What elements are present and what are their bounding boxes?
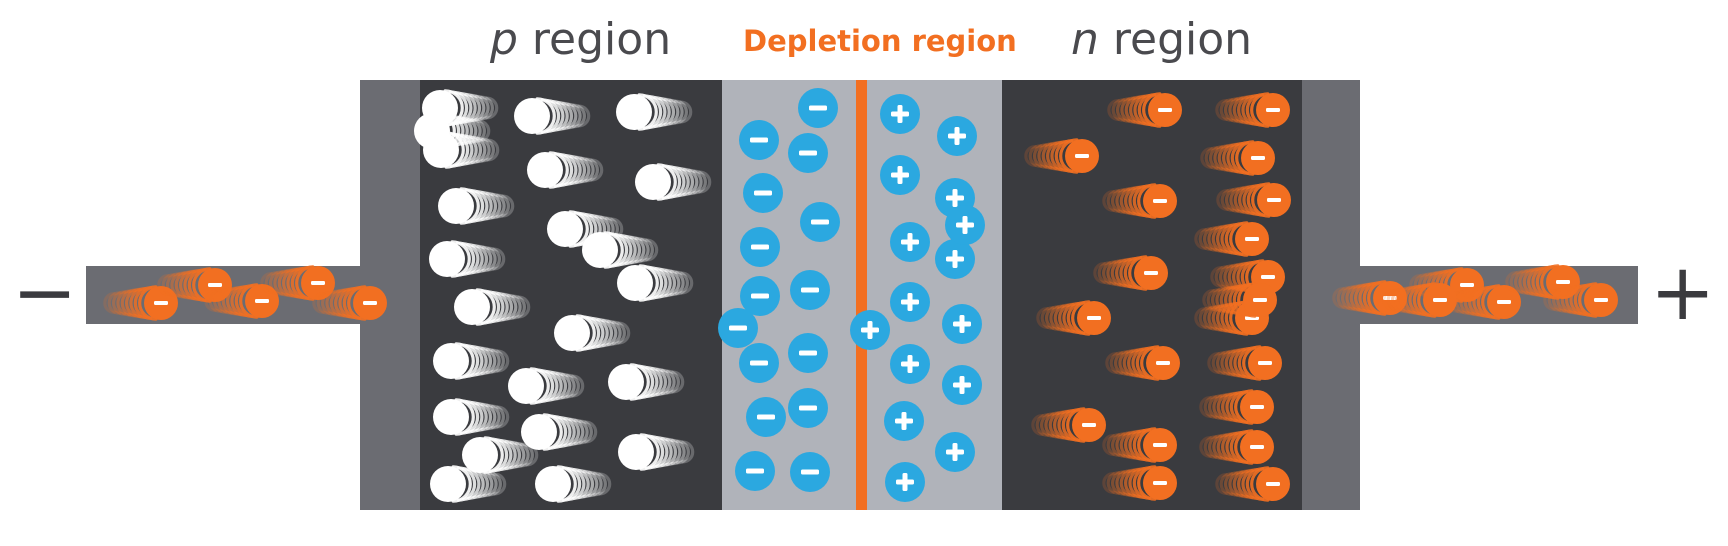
p-region-letter: p — [490, 14, 518, 65]
positive-ion-14 — [850, 310, 890, 350]
positive-ion-6 — [935, 239, 975, 279]
negative-ion-7 — [740, 276, 780, 316]
positive-ion-13 — [885, 462, 925, 502]
positive-ion-9 — [890, 344, 930, 384]
positive-ion-10 — [942, 365, 982, 405]
electron-n-16 — [1199, 429, 1274, 465]
hole-extra-3 — [462, 436, 539, 474]
negative-ion-3 — [788, 133, 828, 173]
hole-16 — [433, 398, 510, 436]
hole-12 — [554, 314, 631, 352]
hole-14 — [508, 367, 585, 405]
negative-ion-12 — [788, 388, 828, 428]
electron-n-12 — [1105, 345, 1180, 381]
electron-n-5 — [1102, 183, 1177, 219]
electron-n-20 — [1202, 282, 1277, 318]
n-region-label: n region — [1071, 14, 1252, 65]
negative-ion-5 — [800, 202, 840, 242]
electron-n-8 — [1093, 255, 1168, 291]
electron-n-3 — [1024, 138, 1099, 174]
hole-3 — [616, 93, 693, 131]
hole-extra-1 — [414, 112, 491, 150]
positive-ion-11 — [884, 401, 924, 441]
negative-ion-10 — [788, 333, 828, 373]
electron-n-14 — [1031, 407, 1106, 443]
electron-right-wire-3 — [1446, 284, 1521, 320]
hole-5 — [527, 151, 604, 189]
negative-ion-6 — [740, 227, 780, 267]
positive-ion-2 — [937, 116, 977, 156]
positive-ion-3 — [880, 155, 920, 195]
p-region-label: p region — [490, 14, 671, 65]
electron-n-19 — [1102, 427, 1177, 463]
n-region-word: region — [1098, 14, 1253, 65]
negative-ion-15 — [718, 308, 758, 348]
hole-7 — [438, 187, 515, 225]
n-region-letter: n — [1071, 14, 1099, 65]
negative-ion-8 — [790, 270, 830, 310]
depletion-region-label: Depletion region — [743, 24, 1017, 58]
electron-n-9 — [1210, 259, 1285, 295]
hole-2 — [514, 97, 591, 135]
negative-ion-14 — [790, 452, 830, 492]
hole-extra-2 — [582, 231, 659, 269]
junction-line — [856, 80, 867, 510]
electron-n-17 — [1102, 465, 1177, 501]
hole-13 — [433, 342, 510, 380]
hole-10 — [617, 264, 694, 302]
electron-right-wire-1 — [1332, 280, 1407, 316]
electron-n-7 — [1194, 221, 1269, 257]
negative-ion-4 — [743, 173, 783, 213]
hole-9 — [429, 240, 506, 278]
negative-ion-11 — [746, 397, 786, 437]
p-region-word: region — [517, 14, 672, 65]
electron-right-wire-6 — [1382, 282, 1457, 318]
electron-left-wire-5 — [312, 285, 387, 321]
electron-right-wire-5 — [1543, 282, 1618, 318]
hole-17 — [521, 413, 598, 451]
hole-6 — [635, 163, 712, 201]
negative-ion-13 — [735, 451, 775, 491]
hole-11 — [454, 288, 531, 326]
positive-ion-15 — [945, 205, 985, 245]
electron-left-wire-3 — [204, 283, 279, 319]
hole-15 — [608, 363, 685, 401]
positive-terminal-sign: + — [1650, 248, 1716, 338]
positive-ion-5 — [890, 222, 930, 262]
electron-n-10 — [1036, 300, 1111, 336]
electron-n-6 — [1216, 182, 1291, 218]
negative-ion-9 — [739, 343, 779, 383]
electron-n-1 — [1107, 92, 1182, 128]
electron-n-13 — [1207, 345, 1282, 381]
electron-n-2 — [1215, 92, 1290, 128]
positive-ion-12 — [935, 432, 975, 472]
electron-n-18 — [1215, 466, 1290, 502]
electron-left-wire-2 — [157, 267, 232, 303]
positive-ion-7 — [890, 282, 930, 322]
negative-ion-1 — [798, 88, 838, 128]
electron-left-wire-1 — [103, 285, 178, 321]
negative-terminal-sign: − — [12, 248, 78, 338]
electron-n-15 — [1199, 389, 1274, 425]
positive-ion-8 — [942, 304, 982, 344]
electron-n-4 — [1200, 140, 1275, 176]
electron-left-wire-4 — [260, 265, 335, 301]
hole-18 — [618, 433, 695, 471]
negative-ion-2 — [739, 120, 779, 160]
hole-20 — [535, 465, 612, 503]
positive-ion-1 — [880, 94, 920, 134]
